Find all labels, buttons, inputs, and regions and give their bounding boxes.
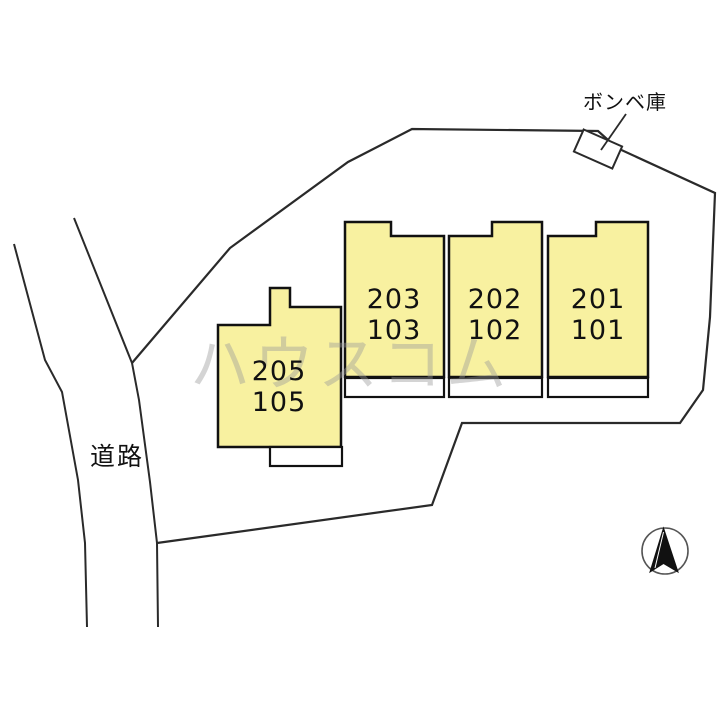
unit-205-porch [268,445,344,468]
gas-storage-leader-line [600,113,627,151]
unit-203-balcony-strip [343,376,446,399]
unit-201-balcony-strip [546,376,650,399]
north-arrow-compass [641,526,689,575]
unit-202-balcony-strip [447,376,544,399]
unit-205-label: 205 105 [229,356,329,418]
site-boundary [131,127,717,545]
unit-202-label: 202 102 [445,284,545,346]
unit-201-lower-number: 101 [570,315,626,346]
road-right-edge [73,217,159,628]
unit-203-lower-number: 103 [366,315,422,346]
unit-205-outline [216,286,343,449]
unit-203-upper-number: 203 [366,284,422,315]
road-left-edge [13,243,88,628]
north-arrow-highlight [654,531,664,569]
gas-storage-label: ボンベ庫 [583,90,667,114]
unit-201-label: 201 101 [548,284,648,346]
unit-202-lower-number: 102 [467,315,523,346]
unit-205-lower-number: 105 [251,387,307,418]
unit-201-upper-number: 201 [570,284,626,315]
unit-205-upper-number: 205 [251,356,307,387]
unit-203-label: 203 103 [344,284,444,346]
unit-202-upper-number: 202 [467,284,523,315]
road-label: 道路 [90,442,145,471]
gas-storage-box [572,128,624,170]
